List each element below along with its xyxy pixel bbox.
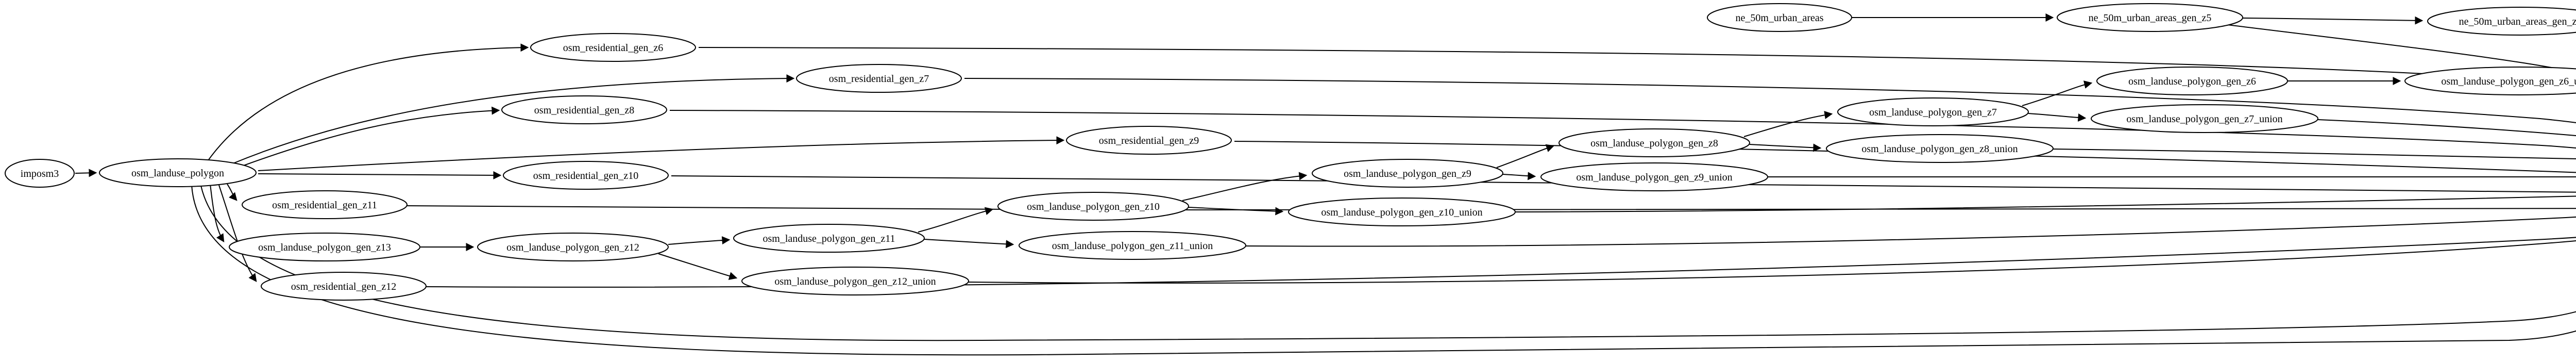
node-osm-landuse-polygon-gen-z11: osm_landuse_polygon_gen_z11 (733, 224, 925, 253)
edge-union-z12-to-layer-z12 (968, 240, 2576, 284)
node-osm-landuse-polygon-gen-z12: osm_landuse_polygon_gen_z12 (477, 233, 669, 261)
edge-polygon-to-residential-z8 (242, 106, 500, 167)
svg-text:osm_landuse_polygon_gen_z7_uni: osm_landuse_polygon_gen_z7_union (2126, 113, 2282, 125)
node-osm-residential-gen-z6: osm_residential_gen_z6 (530, 33, 696, 62)
node-osm-residential-gen-z11: osm_residential_gen_z11 (242, 190, 408, 219)
node-osm-landuse-polygon-gen-z13: osm_landuse_polygon_gen_z13 (229, 233, 420, 261)
svg-text:ne_50m_urban_areas: ne_50m_urban_areas (1735, 12, 1823, 24)
svg-text:imposm3: imposm3 (21, 168, 59, 179)
svg-text:osm_residential_gen_z7: osm_residential_gen_z7 (829, 73, 929, 85)
node-osm-landuse-polygon-gen-z9: osm_landuse_polygon_gen_z9 (1312, 159, 1503, 188)
node-osm-residential-gen-z8: osm_residential_gen_z8 (501, 95, 667, 124)
edges (75, 13, 2576, 356)
svg-text:osm_residential_gen_z11: osm_residential_gen_z11 (272, 200, 377, 211)
node-osm-landuse-polygon-gen-z10: osm_landuse_polygon_gen_z10 (997, 192, 1189, 221)
edge-residential-z6-to-layer-z6 (698, 47, 2576, 90)
edge-gen-z11-to-gen-z10 (918, 207, 994, 233)
edge-union-z11-to-layer-z11 (1245, 216, 2576, 247)
edge-polygon-to-layer-z13 (200, 185, 2576, 341)
svg-text:osm_landuse_polygon_gen_z6_uni: osm_landuse_polygon_gen_z6_union (2441, 76, 2576, 87)
node-osm-landuse-polygon-gen-z6: osm_landuse_polygon_gen_z6 (2096, 67, 2288, 95)
edge-gen-z11-to-union-z11 (924, 239, 1014, 249)
svg-text:osm_residential_gen_z8: osm_residential_gen_z8 (534, 105, 634, 116)
svg-text:osm_landuse_polygon_gen_z11: osm_landuse_polygon_gen_z11 (762, 233, 895, 244)
svg-text:osm_landuse_polygon: osm_landuse_polygon (131, 168, 224, 179)
node-osm-residential-gen-z9: osm_residential_gen_z9 (1066, 126, 1232, 155)
node-osm-landuse-polygon-gen-z11-union: osm_landuse_polygon_gen_z11_union (1019, 231, 1246, 260)
svg-text:osm_landuse_polygon_gen_z8: osm_landuse_polygon_gen_z8 (1590, 138, 1718, 149)
edge-union-z7-to-layer-z7 (2317, 119, 2576, 137)
node-osm-residential-gen-z12: osm_residential_gen_z12 (261, 272, 427, 301)
node-osm-landuse-polygon-gen-z8: osm_landuse_polygon_gen_z8 (1558, 128, 1750, 157)
node-osm-landuse-polygon-gen-z6-union: osm_landuse_polygon_gen_z6_union (2404, 67, 2576, 95)
edge-residential-z7-to-layer-z7 (964, 78, 2576, 123)
node-osm-landuse-polygon: osm_landuse_polygon (99, 158, 257, 187)
node-osm-landuse-polygon-gen-z7: osm_landuse_polygon_gen_z7 (1837, 97, 2029, 126)
edge-polygon-to-residential-z10 (258, 171, 502, 179)
svg-text:osm_landuse_polygon_gen_z9_uni: osm_landuse_polygon_gen_z9_union (1576, 172, 1732, 183)
node-osm-landuse-polygon-gen-z10-union: osm_landuse_polygon_gen_z10_union (1288, 198, 1516, 226)
node-ne-50m-urban-areas: ne_50m_urban_areas (1707, 3, 1852, 32)
node-osm-landuse-polygon-gen-z7-union: osm_landuse_polygon_gen_z7_union (2091, 104, 2318, 133)
svg-text:osm_residential_gen_z10: osm_residential_gen_z10 (533, 170, 638, 182)
edge-polygon-to-residential-z11 (227, 184, 238, 201)
svg-text:osm_residential_gen_z12: osm_residential_gen_z12 (291, 281, 396, 292)
svg-text:osm_landuse_polygon_gen_z10: osm_landuse_polygon_gen_z10 (1027, 201, 1160, 212)
svg-text:ne_50m_urban_areas_gen_z5: ne_50m_urban_areas_gen_z5 (2089, 12, 2212, 24)
edge-residential-z10-to-layer-z10 (671, 175, 2576, 193)
edge-gen-z9-to-union-z9 (1502, 172, 1536, 180)
edge-gen-z8-to-gen-z7 (1743, 111, 1833, 137)
edge-union-z8-to-layer-z8 (2053, 149, 2576, 159)
node-imposm3: imposm3 (5, 159, 75, 188)
edge-residential-z8-to-layer-z8 (669, 110, 2576, 149)
edge-polygon-to-residential-z9 (258, 136, 1065, 171)
edge-gen-z9-to-gen-z8 (1496, 144, 1555, 168)
node-osm-landuse-polygon-gen-z8-union: osm_landuse_polygon_gen_z8_union (1826, 134, 2054, 163)
svg-text:ne_50m_urban_areas_gen_z4: ne_50m_urban_areas_gen_z4 (2459, 16, 2576, 27)
node-osm-landuse-polygon-gen-z9-union: osm_landuse_polygon_gen_z9_union (1540, 162, 1768, 191)
svg-text:osm_landuse_polygon_gen_z8_uni: osm_landuse_polygon_gen_z8_union (1861, 143, 2018, 155)
node-osm-residential-gen-z10: osm_residential_gen_z10 (503, 161, 669, 190)
edge-polygon-to-residential-z7 (232, 74, 795, 164)
node-osm-residential-gen-z7: osm_residential_gen_z7 (796, 64, 962, 93)
svg-text:osm_landuse_polygon_gen_z7: osm_landuse_polygon_gen_z7 (1869, 107, 1997, 118)
node-ne-50m-urban-areas-gen-z5: ne_50m_urban_areas_gen_z5 (2057, 3, 2243, 32)
edge-gen-z7-to-gen-z6 (2022, 80, 2093, 106)
edge-union-z10-to-layer-z10 (1515, 195, 2576, 212)
svg-text:osm_landuse_polygon_gen_z6: osm_landuse_polygon_gen_z6 (2128, 76, 2256, 87)
edge-polygon-to-residential-z6 (208, 43, 529, 161)
edge-gen-z8-to-union-z8 (1749, 143, 1822, 152)
svg-text:osm_landuse_polygon_gen_z13: osm_landuse_polygon_gen_z13 (258, 242, 391, 253)
svg-text:osm_residential_gen_z9: osm_residential_gen_z9 (1099, 135, 1199, 146)
svg-text:osm_landuse_polygon_gen_z9: osm_landuse_polygon_gen_z9 (1344, 168, 1471, 179)
edge-polygon-to-gen-z13 (210, 184, 225, 243)
svg-text:osm_landuse_polygon_gen_z12_un: osm_landuse_polygon_gen_z12_union (774, 276, 936, 287)
edge-gen-z7-to-union-z7 (2028, 113, 2087, 122)
svg-text:osm_landuse_polygon_gen_z10_un: osm_landuse_polygon_gen_z10_union (1321, 207, 1482, 218)
edge-ne-gen-z5-to-ne-gen-z4 (2242, 16, 2424, 25)
node-osm-landuse-polygon-gen-z12-union: osm_landuse_polygon_gen_z12_union (741, 267, 969, 295)
edge-gen-z12-to-union-z12 (658, 253, 738, 280)
svg-text:osm_landuse_polygon_gen_z11_un: osm_landuse_polygon_gen_z11_union (1052, 240, 1213, 252)
svg-text:osm_landuse_polygon_gen_z12: osm_landuse_polygon_gen_z12 (506, 242, 639, 253)
edge-gen-z12-to-gen-z11 (668, 236, 731, 245)
edge-gen-z10-to-gen-z9 (1182, 172, 1308, 201)
node-ne-50m-urban-areas-gen-z4: ne_50m_urban_areas_gen_z4 (2427, 7, 2576, 36)
svg-text:osm_residential_gen_z6: osm_residential_gen_z6 (563, 42, 663, 54)
